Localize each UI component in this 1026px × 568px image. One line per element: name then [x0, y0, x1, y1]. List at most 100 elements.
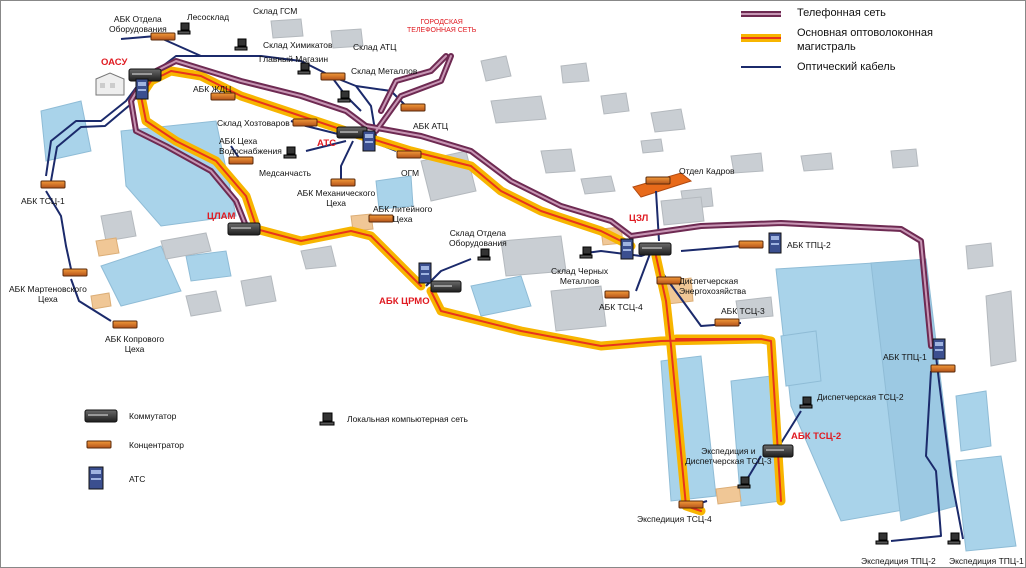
label-abk-tseha-vodo: АБК Цеха Водоснабжения: [219, 136, 282, 156]
city-phone-line1: ГОРОДСКАЯ: [420, 19, 463, 26]
lan-icon[interactable]: [283, 146, 297, 159]
building-gray: [730, 152, 764, 174]
building-gray: [270, 18, 304, 39]
lan-icon[interactable]: [737, 476, 751, 489]
hub-icon[interactable]: [292, 118, 318, 127]
label-line: Экспедиция и: [701, 446, 756, 456]
building-blue-g: [375, 175, 414, 210]
optical-link: [45, 190, 72, 270]
lan-icon[interactable]: [234, 38, 248, 51]
building-gray: [800, 152, 834, 172]
label-line: Цеха: [326, 197, 346, 208]
node-abk-tsrmo: АБК ЦРМО: [379, 296, 430, 307]
hub-icon[interactable]: [400, 103, 426, 112]
hub-icon[interactable]: [604, 290, 630, 299]
label-line: Энергохозяйства: [679, 285, 747, 296]
hub-icon[interactable]: [150, 32, 176, 41]
label-abk-ats: АБК АТЦ: [413, 121, 449, 131]
label-eksped-tpts1: Экспедиция ТПЦ-1: [949, 556, 1024, 566]
switch-icon[interactable]: [430, 280, 462, 293]
optical-link: [890, 370, 942, 542]
hub-icon[interactable]: [714, 318, 740, 327]
hub-icon[interactable]: [112, 320, 138, 329]
lan-icon[interactable]: [477, 248, 491, 261]
label-abk-otdela-oborud: АБК Отдела Оборудования: [109, 14, 167, 34]
lan-workstations: [177, 22, 961, 545]
hub-icon[interactable]: [330, 178, 356, 187]
hub-icon[interactable]: [62, 268, 88, 277]
hub-icon[interactable]: [930, 364, 956, 373]
switch-icon[interactable]: [227, 222, 261, 236]
switch-icon[interactable]: [762, 444, 794, 458]
lan-icon[interactable]: [947, 532, 961, 545]
label-sklad-otdela-oborud: Склад Отдела Оборудования: [449, 228, 507, 248]
label-line: АБК Механического: [297, 188, 376, 198]
phone-core: [380, 55, 447, 112]
building-blue-f: [780, 330, 822, 387]
lan-icon[interactable]: [579, 246, 593, 259]
optical-link: [155, 55, 377, 137]
label-abk-koprovogo: АБК Копрового Цеха: [105, 334, 164, 354]
hub-icon[interactable]: [40, 180, 66, 189]
lan-icon[interactable]: [297, 62, 311, 75]
legend-pbx-icon: [88, 466, 104, 490]
lan-icon[interactable]: [177, 22, 191, 35]
building-gray: [490, 95, 547, 124]
oasu-building-icon: [95, 72, 125, 96]
hub-icon[interactable]: [645, 176, 671, 185]
hub-icon[interactable]: [656, 276, 682, 285]
optical-link: [305, 140, 347, 152]
label-otdel-kadrov: Отдел Кадров: [679, 166, 735, 176]
hub-icon[interactable]: [320, 72, 346, 81]
phone-core: [130, 75, 247, 227]
pbx-icon[interactable]: [362, 130, 376, 152]
building-gray: [650, 108, 686, 133]
city-phone-line2: ТЕЛЕФОННАЯ СЕТЬ: [407, 26, 477, 34]
building-gray: [480, 55, 512, 82]
building-gray: [600, 92, 630, 115]
building-gray: [185, 290, 222, 317]
optical-link: [70, 278, 112, 322]
optical-link: [340, 140, 354, 181]
buildings: [40, 18, 1017, 552]
node-tszl: ЦЗЛ: [629, 213, 649, 224]
label-line: Цеха: [124, 343, 145, 354]
building-tss-1: [120, 120, 237, 227]
phone-network: [128, 53, 934, 349]
pbx-icon[interactable]: [135, 78, 149, 100]
legend-lines: [741, 11, 781, 68]
lan-icon[interactable]: [875, 532, 889, 545]
hub-icon[interactable]: [228, 156, 254, 165]
building-blue-h: [955, 455, 1017, 552]
label-sklad-ats: Склад АТЦ: [353, 42, 397, 52]
building-gray: [330, 28, 364, 49]
label-line: АБК Цеха: [219, 136, 258, 146]
pbx-icon[interactable]: [768, 232, 782, 254]
lan-icon[interactable]: [337, 90, 351, 103]
pbx-icon[interactable]: [620, 238, 634, 260]
key-lan-label: Локальная компьютерная сеть: [347, 414, 468, 424]
hub-icon[interactable]: [368, 214, 394, 223]
hub-icon[interactable]: [396, 150, 422, 159]
pbx-icon[interactable]: [932, 338, 946, 360]
legend-fiber-label-2: магистраль: [797, 41, 856, 53]
switch-icon[interactable]: [638, 242, 672, 256]
hub-icon[interactable]: [210, 92, 236, 101]
label-line: Оборудования: [109, 23, 167, 34]
label-sklad-himikatov: Склад Химикатов: [263, 40, 333, 50]
optical-link: [635, 250, 652, 292]
hub-icon[interactable]: [678, 500, 704, 509]
label-line: Цеха: [392, 213, 413, 224]
label-abk-tss1: АБК ТСЦ-1: [21, 196, 65, 206]
building-gray: [560, 62, 590, 84]
label-line: Металлов: [559, 275, 600, 286]
building-blue-j: [185, 250, 232, 282]
building-gray: [640, 138, 664, 154]
optical-link: [45, 80, 142, 177]
pbx-icon[interactable]: [418, 262, 432, 284]
label-glavny-magazin: Главный Магазин: [259, 54, 329, 64]
lan-icon[interactable]: [799, 396, 813, 409]
optical-link: [680, 245, 742, 252]
hub-icon[interactable]: [738, 240, 764, 249]
